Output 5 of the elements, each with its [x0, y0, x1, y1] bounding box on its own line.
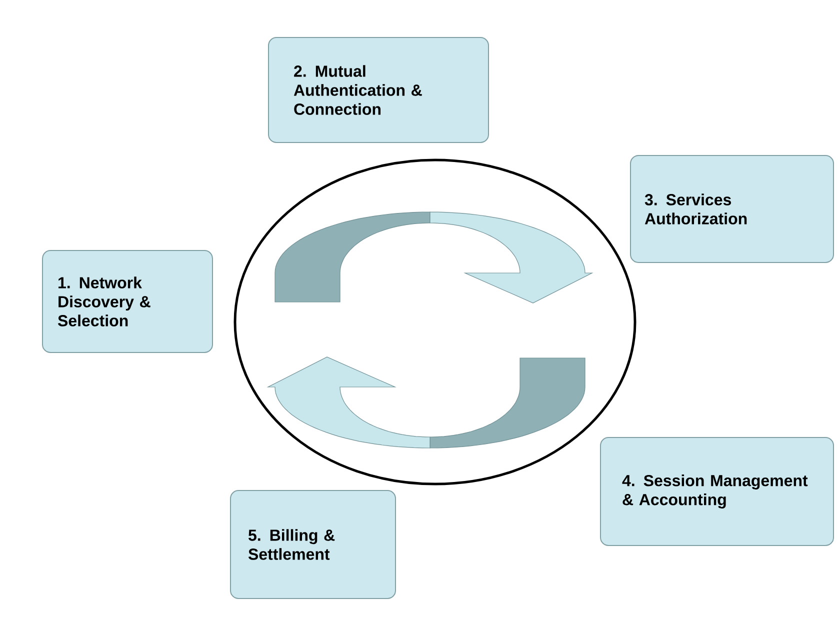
step-box: 4. Session Management & Accounting: [600, 437, 834, 546]
step-box: 1. Network Discovery & Selection: [42, 250, 213, 353]
step-box: 2. Mutual Authentication & Connection: [268, 37, 489, 143]
step-box: 3. Services Authorization: [630, 155, 834, 263]
step-box: 5. Billing & Settlement: [230, 490, 396, 599]
